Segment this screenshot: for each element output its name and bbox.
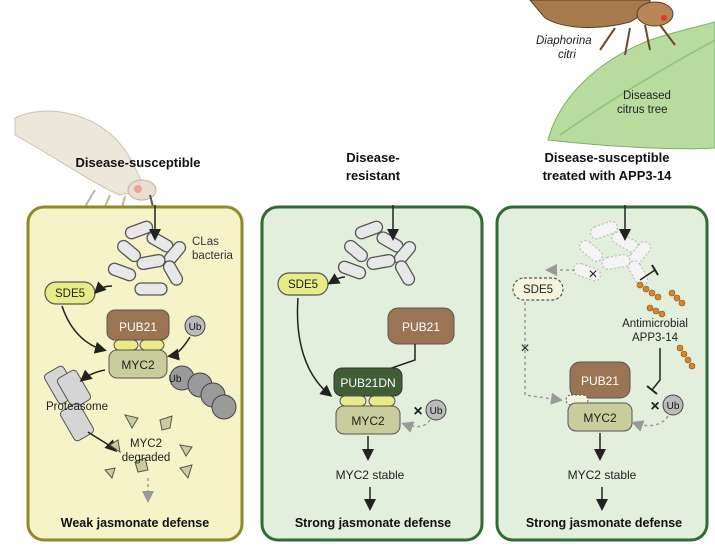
ub-label-1: Ub [189,322,202,333]
panel1-outcome: Weak jasmonate defense [61,516,209,530]
pale-psyllid-icon [14,110,157,219]
bacteria-cluster [107,220,187,296]
pub21-protein [106,309,170,341]
proteasome-icon [43,365,95,442]
myc2-label: MYC2 [121,358,155,372]
ubiquitin-icon-3 [662,394,684,416]
myc2-label-2: MYC2 [351,414,385,428]
pub21-protein-3 [569,361,631,399]
bacteria-cluster-2 [337,220,417,286]
panel1-title: Disease-susceptible [75,155,200,170]
panel-treated-app3-14: Disease-susceptible treated with APP3-14… [495,150,709,542]
myc2-protein [108,349,168,379]
blocked-x-icon-3c: × [650,398,659,415]
blocked-x-icon: × [413,403,422,420]
ub-label-2: Ub [169,374,182,385]
panel3-stable-label: MYC2 stable [568,468,637,482]
pub21-label-2: PUB21 [402,320,440,334]
panel-disease-susceptible: Disease-susceptible CLas bacteria SDE5 P… [14,110,244,542]
leaf-illustration [547,21,715,150]
pub21dn-label: PUB21DN [340,376,395,390]
psyllid-insect-icon [529,0,676,56]
panel2-stable-label: MYC2 stable [336,468,405,482]
pub21-label: PUB21 [119,320,157,334]
tree-label-line2: citrus tree [617,104,668,116]
panel2-title-line1: Disease- [346,150,399,165]
degraded-fragments [104,414,193,480]
blocked-x-icon-3b: × [520,340,529,357]
panel3-outcome: Strong jasmonate defense [526,516,682,530]
ub-label-3: Ub [667,401,680,412]
bacteria-label-line2: bacteria [192,250,234,262]
degraded-label-line2: degraded [122,452,171,464]
species-name-line1: Diaphorina [536,35,592,47]
panel2-outcome: Strong jasmonate defense [295,516,451,530]
blocked-x-icon-3a: × [588,266,597,283]
antimicrobial-peptides [636,281,696,370]
pub21dn-protein [333,367,403,397]
antimicrobial-label-line1: Antimicrobial [622,318,688,330]
ubiquitin-icon-2 [425,399,447,421]
pub21-protein-2 [387,307,455,345]
panel-disease-resistant: Disease- resistant SDE5 PUB21 PUB21DN MY… [260,150,484,542]
sde5-label-3: SDE5 [523,284,553,296]
sde5-label-2: SDE5 [288,279,318,291]
sde5-protein-3 [512,277,564,301]
degraded-label-line1: MYC2 [130,438,162,450]
ubiquitin-icon [184,315,206,337]
sde5-label: SDE5 [55,288,85,300]
ub-label-2b: Ub [430,406,443,417]
panel2-title-line2: resistant [346,168,401,183]
ubiquitin-chain [169,365,237,420]
myc2-protein-3 [567,402,633,432]
myc2-protein-2 [335,405,401,435]
proteasome-label: Proteasome [46,401,108,413]
antimicrobial-label-line2: APP3-14 [632,332,679,344]
bacteria-label-line1: CLas [192,236,219,248]
tree-label-line1: Diseased [623,90,671,102]
species-name-line2: citri [558,49,576,61]
pub21-label-3: PUB21 [581,374,619,388]
myc2-label-3: MYC2 [583,411,617,425]
panel3-title-line2: treated with APP3-14 [543,168,673,183]
panel3-title-line1: Disease-susceptible [544,150,669,165]
